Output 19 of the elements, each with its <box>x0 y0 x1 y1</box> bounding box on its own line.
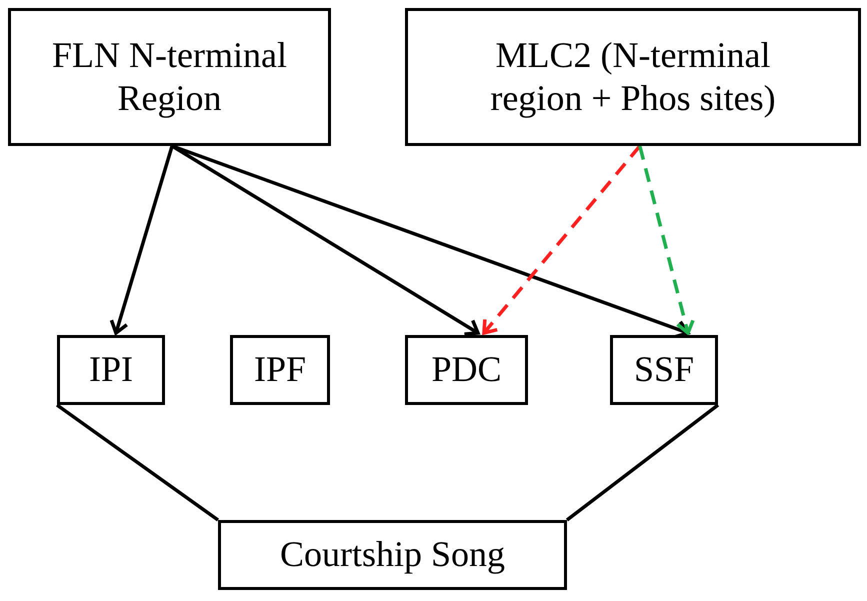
connector-line <box>56 404 220 522</box>
outcome-box <box>218 520 567 590</box>
arrow <box>110 146 174 335</box>
arrow <box>482 144 642 335</box>
node-label: IPF <box>254 348 306 392</box>
trait-box <box>405 335 528 405</box>
trait-box <box>610 335 718 405</box>
node-label: MLC2 (N-terminal region + Phos sites) <box>489 34 777 120</box>
source-box <box>8 8 331 146</box>
node-label: PDC <box>431 348 502 392</box>
connector-line <box>566 404 720 522</box>
trait-box <box>230 335 330 405</box>
node-label: FLN N-terminal Region <box>51 34 288 120</box>
arrow <box>638 146 695 335</box>
trait-box <box>57 335 165 405</box>
node-label: Courtship Song <box>280 533 506 576</box>
node-label: SSF <box>634 348 694 392</box>
source-box <box>405 8 861 146</box>
node-label: IPI <box>89 348 133 392</box>
